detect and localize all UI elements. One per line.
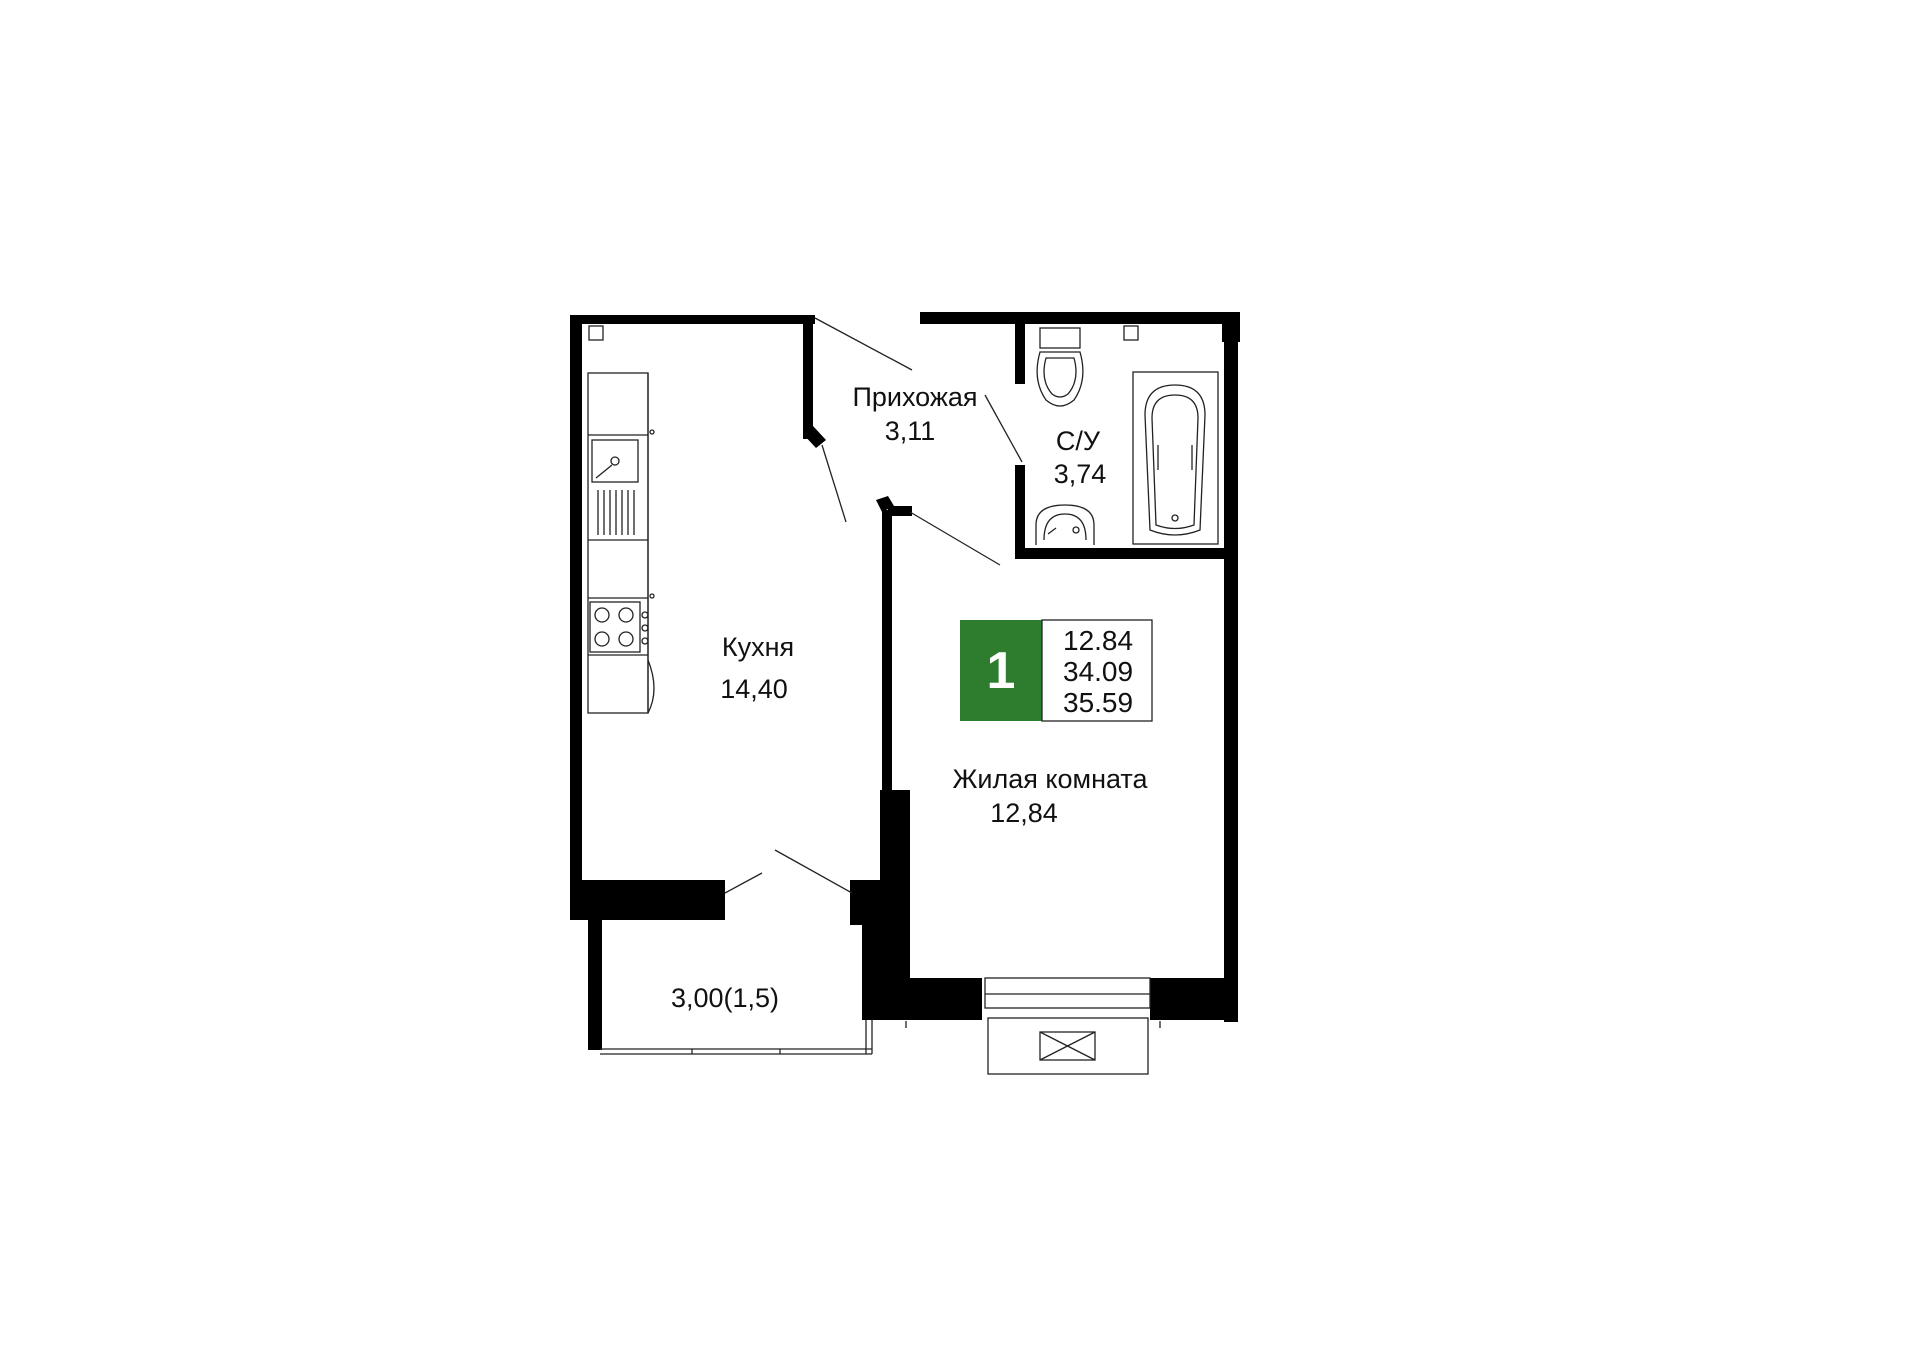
- ventilation-icon: [1123, 325, 1139, 341]
- wall-partition-upper: [803, 324, 813, 439]
- wall-bathroom-left-lower: [1015, 465, 1025, 557]
- washbasin-icon: [1035, 504, 1095, 545]
- hallway-name: Прихожая: [852, 382, 977, 412]
- balcony-area: 3,00(1,5): [671, 983, 779, 1013]
- wall-kitchen-bottom: [570, 880, 725, 920]
- entry-door-swing: [814, 317, 913, 371]
- wall-right: [1224, 312, 1238, 1022]
- badge-values-box: [1041, 619, 1153, 722]
- window-box: [987, 1017, 1149, 1075]
- wall-living-bottom-left: [880, 978, 982, 1020]
- door-swings: [588, 317, 1161, 1075]
- sink-icon: [591, 429, 655, 535]
- wall-living-bottom-right: [1150, 978, 1238, 1020]
- badge-rooms-count: 1: [987, 642, 1016, 700]
- wall-bathroom-left-upper: [1015, 324, 1025, 384]
- living-door-swing: [909, 511, 1001, 566]
- hallway-area: 3,11: [885, 416, 936, 446]
- wall-kitchen-top: [570, 315, 815, 324]
- walls: [570, 312, 1240, 1050]
- kitchen-door-swing: [821, 444, 847, 523]
- living-area: 12,84: [990, 798, 1058, 828]
- bathroom-door-swing: [984, 394, 1023, 463]
- balcony-door-swing-right: [774, 849, 853, 894]
- badge-green-box: [960, 620, 1042, 721]
- wall-living-left-thick: [880, 790, 910, 980]
- apartment-badge: 1 12.84 34.09 35.59: [960, 619, 1153, 722]
- wall-balcony-right: [862, 910, 882, 1020]
- wall-partition-angle: [803, 426, 826, 448]
- wall-bathroom-bottom: [1015, 548, 1225, 559]
- wall-door-nib: [888, 506, 912, 516]
- french-balcony: [984, 977, 1151, 1009]
- kitchen-area: 14,40: [720, 674, 788, 704]
- living-name: Жилая комната: [952, 764, 1148, 794]
- wall-bathroom-top: [920, 312, 1240, 324]
- balcony-door-swing-left: [724, 872, 763, 894]
- badge-living-area: 12.84: [1063, 625, 1133, 656]
- kitchen-counter-icon: [587, 372, 649, 714]
- ventilation-icon: [588, 325, 604, 341]
- bathtub-icon: [1132, 371, 1219, 545]
- bathroom-name: С/У: [1056, 426, 1101, 456]
- toilet-icon: [1036, 327, 1084, 407]
- badge-total-with-balcony: 35.59: [1063, 687, 1133, 718]
- ac-unit-icon: [1039, 1031, 1096, 1061]
- bathroom-area: 3,74: [1054, 459, 1107, 489]
- kitchen-name: Кухня: [722, 632, 794, 662]
- wall-kitchen-left: [570, 315, 582, 920]
- wall-balcony-left: [588, 920, 602, 1050]
- stove-icon: [589, 593, 655, 714]
- badge-total-area: 34.09: [1063, 656, 1133, 687]
- wall-partition-lower: [882, 510, 892, 890]
